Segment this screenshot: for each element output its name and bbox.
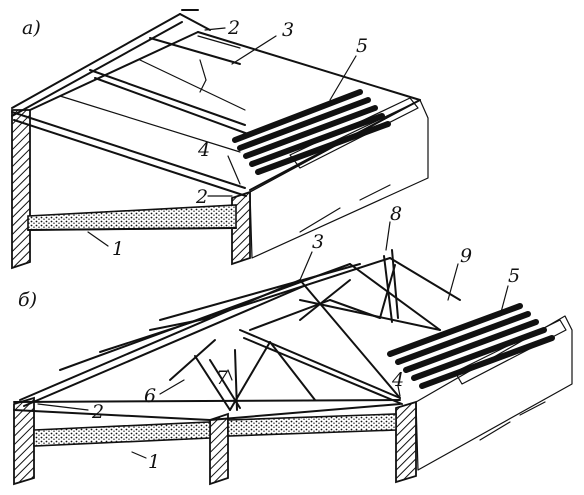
panel-b-title: б) (18, 289, 37, 311)
panel-b-callout-4: 4 (391, 369, 404, 391)
panel-b-callout-3: 3 (312, 231, 324, 253)
panel-b-callout-2: 2 (91, 401, 104, 423)
panel-a-callout-2-top: 2 (227, 17, 240, 39)
panel-a-deck-boards (232, 89, 391, 175)
panel-a-callout-2-bottom: 2 (195, 186, 208, 208)
panel-b-floor-slab-left (33, 421, 211, 447)
panel-a-callout-4: 4 (197, 139, 210, 161)
panel-b-deck-boards (387, 303, 555, 389)
panel-b-middle-wall (209, 412, 229, 486)
panel-a: а) (11, 9, 429, 270)
panel-b-callout-1: 1 (148, 451, 160, 473)
panel-b: б) (13, 203, 573, 486)
panel-b-callout-8: 8 (390, 203, 402, 225)
panel-b-truss-frame (19, 249, 461, 411)
panel-b-callout-9: 9 (460, 245, 472, 267)
panel-a-left-wall (11, 109, 31, 270)
panel-b-floor-slab-right (227, 413, 397, 437)
panel-a-callout-3: 3 (282, 19, 294, 41)
panel-a-title: а) (22, 17, 41, 39)
panel-b-right-wall (395, 400, 417, 484)
panel-b-callout-6: 6 (144, 385, 156, 407)
panel-b-callout-7: 7 (216, 367, 229, 389)
panel-b-callout-5: 5 (508, 265, 520, 287)
panel-a-callout-1: 1 (112, 238, 124, 260)
panel-a-callout-5: 5 (356, 35, 368, 57)
panel-a-floor-slab (27, 204, 237, 231)
panel-b-left-wall (13, 396, 35, 486)
